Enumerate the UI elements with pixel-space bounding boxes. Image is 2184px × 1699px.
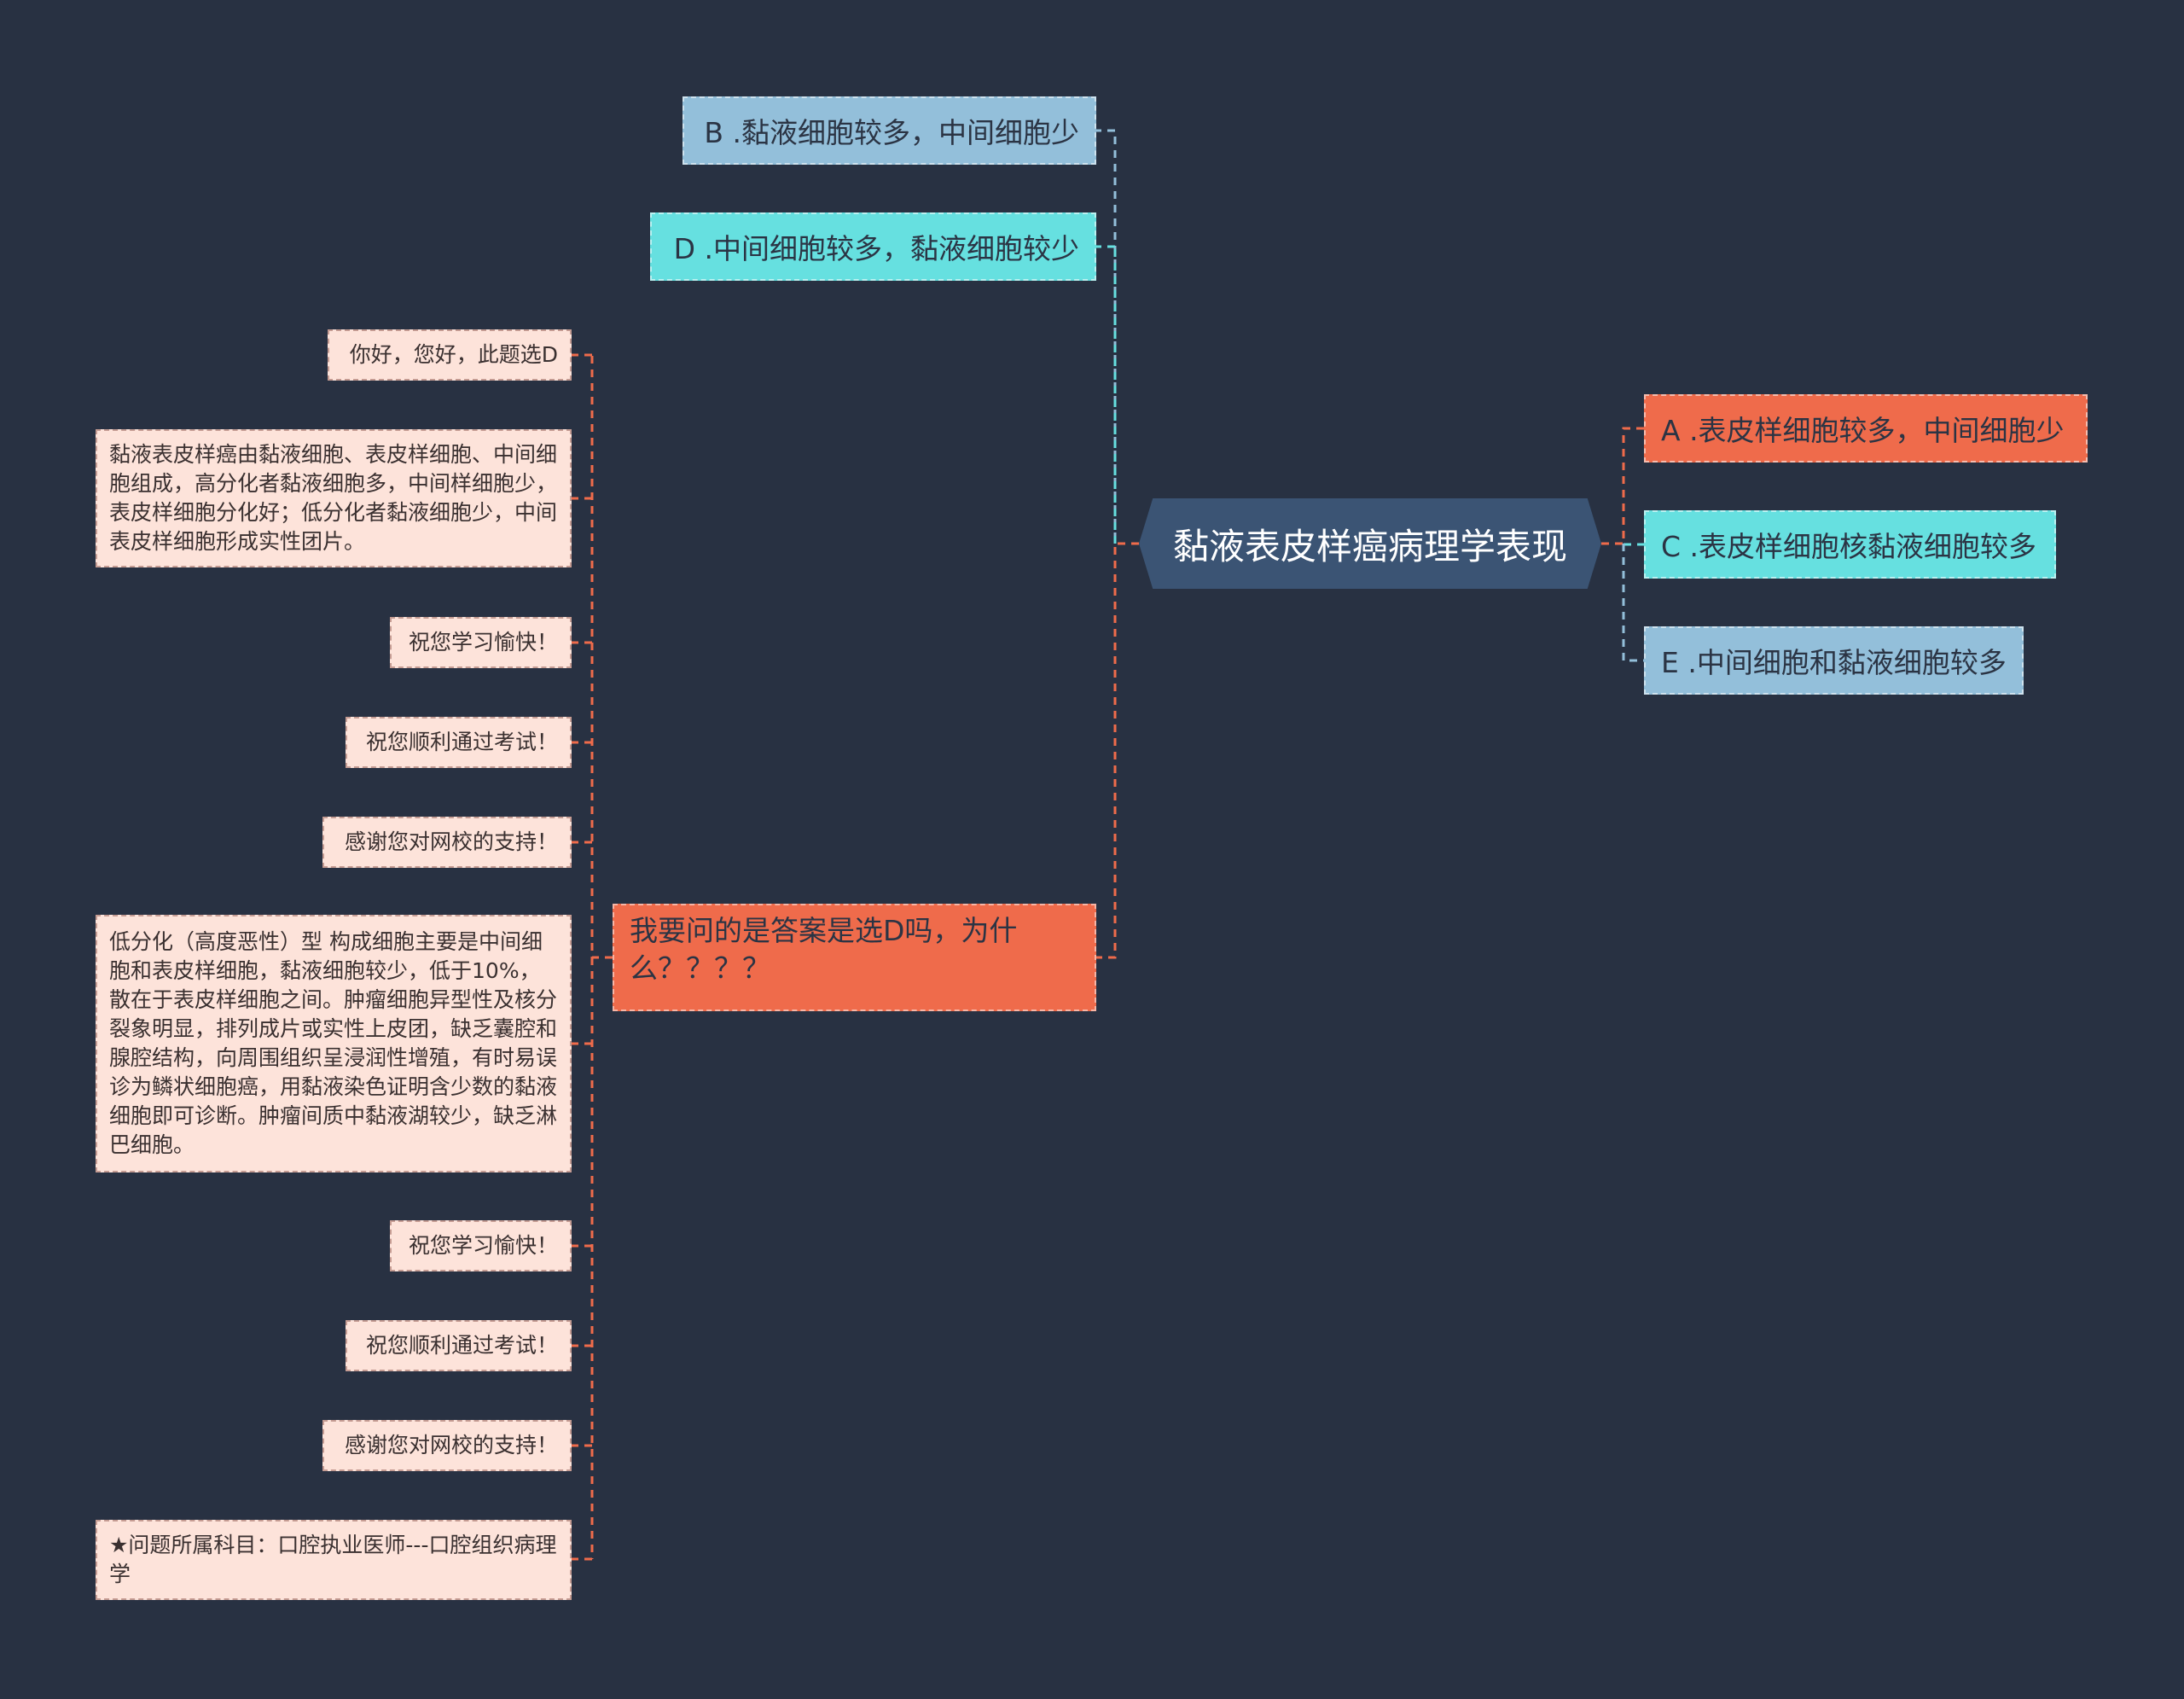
reply-text-4: 祝您顺利通过考试！ bbox=[365, 730, 558, 754]
reply-text-1: 你好，您好，此题选D bbox=[349, 342, 558, 367]
option-c-label: C .表皮样细胞核黏液细胞较多 bbox=[1661, 530, 2037, 563]
question-node[interactable]: 我要问的是答案是选D吗，为什么？？？？ bbox=[613, 904, 1096, 1011]
reply-text-6: 低分化（高度恶性）型 构成细胞主要是中间细胞和表皮样细胞，黏液细胞较少，低于10… bbox=[109, 929, 558, 1157]
reply-text-5: 感谢您对网校的支持！ bbox=[344, 829, 558, 854]
link-root-b bbox=[1096, 129, 1139, 545]
root-topic[interactable]: 黏液表皮样癌病理学表现 bbox=[1139, 498, 1601, 589]
reply-node-6[interactable]: 低分化（高度恶性）型 构成细胞主要是中间细胞和表皮样细胞，黏液细胞较少，低于10… bbox=[96, 915, 572, 1172]
option-e-label: E .中间细胞和黏液细胞较多 bbox=[1661, 646, 2007, 679]
reply-node-3[interactable]: 祝您学习愉快！ bbox=[390, 617, 572, 668]
option-e-node[interactable]: E .中间细胞和黏液细胞较多 bbox=[1644, 626, 2024, 695]
option-b-node[interactable]: B .黏液细胞较多，中间细胞少 bbox=[682, 96, 1096, 165]
reply-node-7[interactable]: 祝您学习愉快！ bbox=[390, 1220, 572, 1271]
option-a-label: A .表皮样细胞较多，中间细胞少 bbox=[1661, 414, 2065, 447]
reply-text-7: 祝您学习愉快！ bbox=[408, 1233, 558, 1258]
reply-text-8: 祝您顺利通过考试！ bbox=[365, 1333, 558, 1358]
reply-text-10: ★问题所属科目：口腔执业医师---口腔组织病理学 bbox=[109, 1533, 557, 1586]
link-question-replies bbox=[590, 355, 613, 1559]
option-d-label: D .中间细胞较多，黏液细胞较少 bbox=[673, 232, 1079, 265]
option-a-node[interactable]: A .表皮样细胞较多，中间细胞少 bbox=[1644, 394, 2088, 463]
option-d-node[interactable]: D .中间细胞较多，黏液细胞较少 bbox=[650, 212, 1096, 281]
root-topic-label: 黏液表皮样癌病理学表现 bbox=[1172, 525, 1567, 567]
link-root-question bbox=[1096, 542, 1139, 959]
option-c-node[interactable]: C .表皮样细胞核黏液细胞较多 bbox=[1644, 510, 2056, 579]
reply-text-3: 祝您学习愉快！ bbox=[408, 630, 558, 655]
link-root-a bbox=[1601, 427, 1644, 545]
reply-node-1[interactable]: 你好，您好，此题选D bbox=[328, 329, 572, 381]
reply-node-5[interactable]: 感谢您对网校的支持！ bbox=[322, 817, 572, 868]
reply-node-4[interactable]: 祝您顺利通过考试！ bbox=[346, 717, 572, 768]
option-b-label: B .黏液细胞较多，中间细胞少 bbox=[704, 116, 1079, 149]
reply-node-2[interactable]: 黏液表皮样癌由黏液细胞、表皮样细胞、中间细胞组成，高分化者黏液细胞多，中间样细胞… bbox=[96, 429, 572, 567]
reply-node-9[interactable]: 感谢您对网校的支持！ bbox=[322, 1420, 572, 1471]
link-root-e bbox=[1622, 544, 1644, 662]
question-label: 我要问的是答案是选D吗，为什么？？？？ bbox=[630, 914, 1018, 985]
reply-node-8[interactable]: 祝您顺利通过考试！ bbox=[346, 1320, 572, 1371]
reply-node-10[interactable]: ★问题所属科目：口腔执业医师---口腔组织病理学 bbox=[96, 1520, 572, 1600]
reply-text-2: 黏液表皮样癌由黏液细胞、表皮样细胞、中间细胞组成，高分化者黏液细胞多，中间样细胞… bbox=[109, 442, 558, 554]
reply-text-9: 感谢您对网校的支持！ bbox=[344, 1433, 558, 1458]
